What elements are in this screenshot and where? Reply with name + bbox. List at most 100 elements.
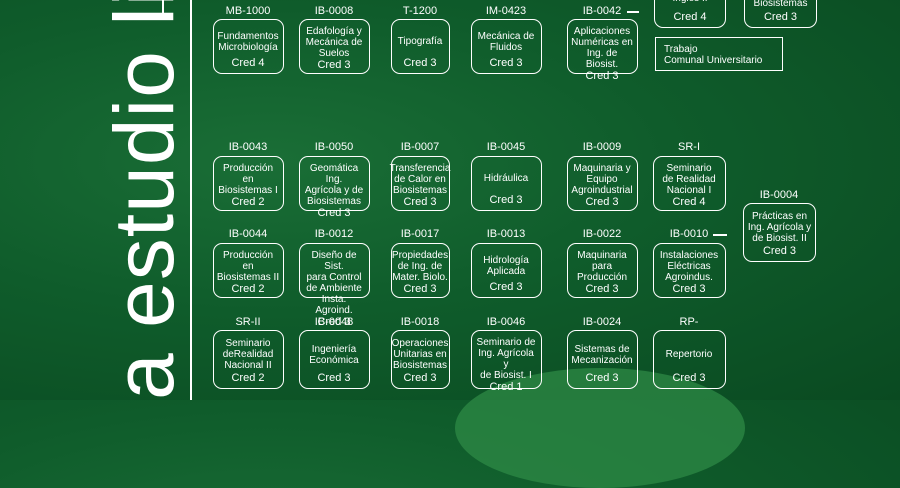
course-credits: Cred 3 <box>585 283 619 295</box>
course-code: IB-0046 <box>486 316 526 328</box>
course-credits: Cred 3 <box>317 59 351 71</box>
course-code: IB-0007 <box>400 141 440 153</box>
course-credits: Cred 3 <box>403 196 437 208</box>
course-credits: Cred 3 <box>403 283 437 295</box>
course-credits: Cred 4 <box>672 196 706 208</box>
course-credits: Cred 3 <box>403 372 437 384</box>
course-code: IB-0013 <box>486 228 526 240</box>
course-code: IB-0010 <box>669 228 709 240</box>
course-credits: Cred 4 <box>231 57 265 69</box>
course-credits: Cred 3 <box>317 372 351 384</box>
course-name: Prácticas en Ing. Agrícola y de Biosist.… <box>747 211 812 244</box>
course-name: Maquinaria y Equipo Agroindustrial <box>571 163 633 196</box>
course-name: Repertorio <box>665 349 713 360</box>
course-code: RP- <box>679 316 699 328</box>
course-code: IB-0022 <box>582 228 622 240</box>
course-name: Ingeniería Económica <box>309 343 359 366</box>
course-name: Inglés II <box>672 0 707 11</box>
course-card-biosistemas[interactable]: de Biosistemas Cred 3 <box>744 0 817 28</box>
course-name: Diseño de Sist. para Control de Ambiente… <box>306 250 362 316</box>
course-name: Hidrología Aplicada <box>483 254 529 277</box>
course-card[interactable]: Geomática Ing. Agrícola y de Biosistemas… <box>298 156 370 219</box>
course-credits: Cred 3 <box>489 194 523 206</box>
course-code: IM-0423 <box>485 5 527 17</box>
course-card[interactable]: Seminario de Ing. Agrícola y de Biosist.… <box>470 330 542 393</box>
course-name: Maquinaria para Producción <box>576 250 628 283</box>
course-code: IB-0012 <box>314 228 354 240</box>
title-bracket-mark <box>152 0 164 16</box>
course-credits: Cred 3 <box>762 245 797 257</box>
trabajo-comunal-card[interactable]: Trabajo Comunal Universitario <box>655 37 783 71</box>
course-card-ib-0004[interactable]: Prácticas en Ing. Agrícola y de Biosist.… <box>743 203 816 262</box>
course-code: SR-II <box>235 316 261 328</box>
course-name: Producción en Biosistemas II <box>216 250 280 283</box>
course-credits: Cred 3 <box>317 316 351 328</box>
course-name: Geomática Ing. Agrícola y de Biosistemas <box>304 163 364 207</box>
course-code: IB-0018 <box>400 316 440 328</box>
course-name: Instalaciones Eléctricas Agroindus. <box>659 250 719 283</box>
course-name: Producción en Biosistemas I <box>218 163 278 196</box>
title-divider-line <box>190 0 192 400</box>
course-credits: Cred 3 <box>672 372 706 384</box>
course-name: Propiedades de Ing. de Mater. Biolo. <box>391 250 449 283</box>
course-card[interactable]: Diseño de Sist. para Control de Ambiente… <box>298 243 370 328</box>
course-name: Sistemas de Mecanización <box>571 343 633 366</box>
course-credits: Cred 3 <box>763 11 798 23</box>
course-credits: Cred 3 <box>489 57 523 69</box>
course-name: Mecánica de Fluidos <box>477 30 535 53</box>
course-credits: Cred 3 <box>317 207 351 219</box>
course-name: Aplicaciones Numéricas en Ing. de Biosis… <box>571 26 633 70</box>
course-credits: Cred 3 <box>672 283 706 295</box>
course-code: IB-0044 <box>228 228 268 240</box>
course-code: MB-1000 <box>225 5 271 17</box>
course-credits: Cred 3 <box>585 372 619 384</box>
course-code: IB-0008 <box>314 5 354 17</box>
course-card[interactable]: Propiedades de Ing. de Mater. Biolo.Cred… <box>390 243 450 298</box>
course-credits: Cred 1 <box>489 381 523 393</box>
course-card[interactable]: Instalaciones Eléctricas Agroindus.Cred … <box>652 243 726 298</box>
course-code: IB-0048 <box>314 316 354 328</box>
course-credits: Cred 3 <box>585 70 619 82</box>
course-credits: Cred 2 <box>231 372 265 384</box>
course-credits: Cred 3 <box>403 57 437 69</box>
course-card-ingles-ii[interactable]: Inglés II Cred 4 <box>654 0 726 28</box>
course-code: IB-0050 <box>314 141 354 153</box>
course-name: Fundamentos Microbiología <box>217 30 279 53</box>
course-code: T-1200 <box>402 5 438 17</box>
course-code: IB-0042 <box>582 5 622 17</box>
course-code: IB-0017 <box>400 228 440 240</box>
course-code: IB-0009 <box>582 141 622 153</box>
connector-ib0010 <box>713 234 727 236</box>
course-name: Tipografía <box>397 36 443 47</box>
course-credits: Cred 4 <box>673 11 707 23</box>
connector-ib0042 <box>627 11 639 13</box>
course-code: IB-0043 <box>228 141 268 153</box>
course-name: Seminario deRealidad Nacional II <box>222 338 274 371</box>
course-credits: Cred 3 <box>585 196 619 208</box>
course-code: IB-0024 <box>582 316 622 328</box>
course-credits: Cred 2 <box>231 196 265 208</box>
course-code: IB-0004 <box>759 189 799 201</box>
course-card[interactable]: Aplicaciones Numéricas en Ing. de Biosis… <box>566 19 638 82</box>
vertical-title: a estudio lice <box>97 0 191 400</box>
course-code: SR-I <box>678 141 700 153</box>
course-credits: Cred 2 <box>231 283 265 295</box>
course-name: Operaciones Unitarias en Biosistemas <box>391 338 449 371</box>
